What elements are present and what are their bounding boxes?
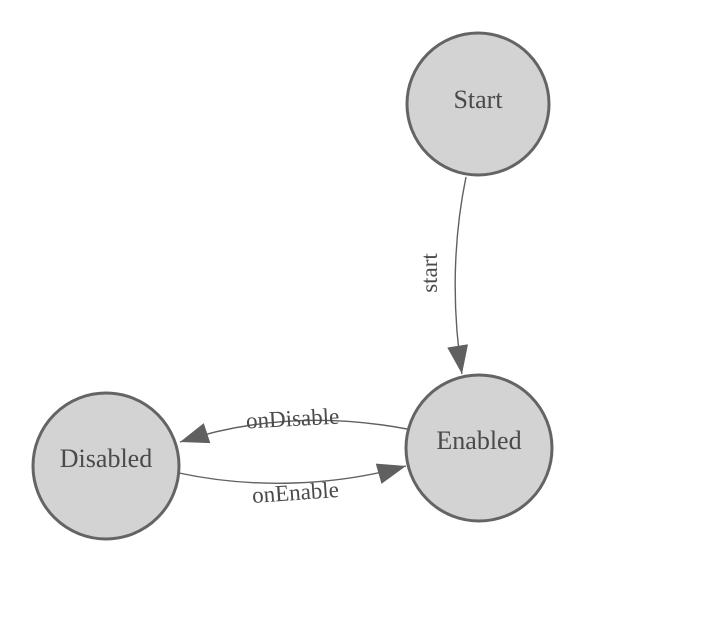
edge-labels: start onDisable onEnable: [245, 253, 442, 508]
edge-enabled-to-disabled: [179, 419, 408, 444]
edge-disabled-to-enabled: [178, 463, 407, 484]
node-enabled-circle: [404, 373, 554, 523]
edge-label-start: start: [417, 253, 442, 293]
node-start-circle: [405, 31, 551, 177]
node-enabled: Enabled: [404, 373, 554, 523]
node-disabled-label: Disabled: [60, 444, 152, 473]
edge-label-onenable: onEnable: [251, 477, 339, 508]
node-disabled: Disabled: [31, 391, 181, 541]
edge-label-ondisable: onDisable: [245, 404, 339, 434]
node-enabled-label: Enabled: [436, 426, 521, 455]
node-start-label: Start: [453, 85, 503, 114]
node-disabled-circle: [31, 391, 181, 541]
edge-start-to-enabled: [447, 176, 469, 375]
node-start: Start: [405, 31, 551, 177]
edges: [178, 176, 469, 484]
